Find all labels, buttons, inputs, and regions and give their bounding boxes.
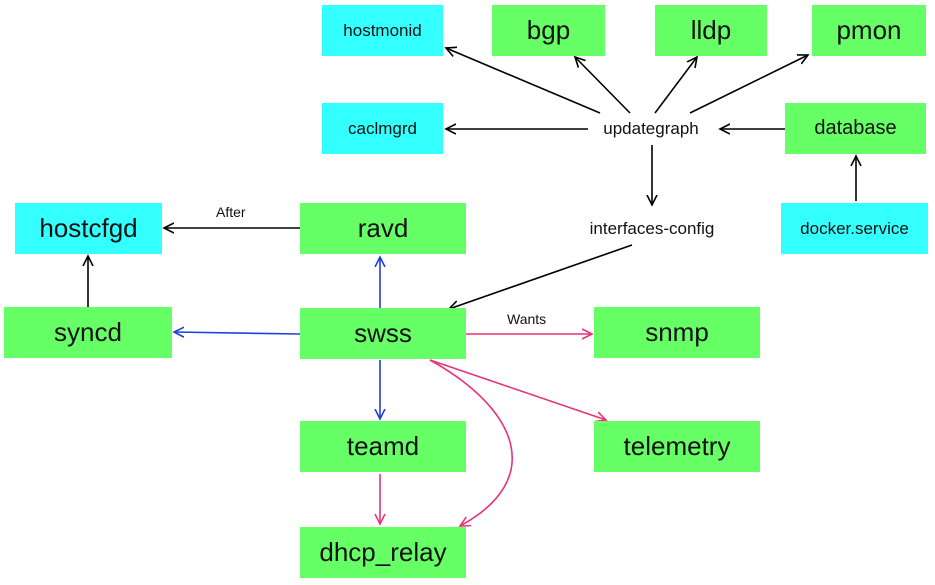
node-telemetry: telemetry bbox=[594, 421, 760, 472]
edge-swss-syncd bbox=[174, 332, 301, 334]
node-pmon: pmon bbox=[812, 5, 926, 56]
edge-updategraph-bgp bbox=[575, 57, 631, 114]
node-updategraph: updategraph bbox=[603, 119, 699, 138]
edge-label-wants: Wants bbox=[507, 311, 547, 327]
edge-updategraph-lldp bbox=[654, 57, 697, 114]
node-lldp: lldp bbox=[655, 5, 767, 56]
node-teamd: teamd bbox=[300, 421, 466, 472]
node-hostcfgd: hostcfgd bbox=[15, 203, 162, 254]
node-hostmonid: hostmonid bbox=[322, 5, 443, 56]
node-ravd: ravd bbox=[300, 203, 466, 254]
node-dhcp-relay: dhcp_relay bbox=[300, 527, 466, 578]
node-bgp: bgp bbox=[492, 5, 605, 56]
edge-updategraph-hostmonid bbox=[446, 48, 601, 114]
edge-swss-dhcp bbox=[429, 359, 513, 526]
node-syncd: syncd bbox=[4, 307, 172, 358]
node-docker-service: docker.service bbox=[781, 203, 928, 254]
edge-updategraph-pmon bbox=[689, 55, 808, 114]
node-database: database bbox=[785, 103, 926, 154]
node-snmp: snmp bbox=[594, 307, 760, 358]
node-swss: swss bbox=[300, 308, 466, 359]
node-caclmgrd: caclmgrd bbox=[322, 103, 443, 154]
edge-interfaces-swss bbox=[449, 244, 633, 309]
edge-swss-telemetry bbox=[429, 359, 606, 420]
node-interfaces-config: interfaces-config bbox=[589, 219, 715, 238]
edge-label-after: After bbox=[216, 204, 246, 220]
